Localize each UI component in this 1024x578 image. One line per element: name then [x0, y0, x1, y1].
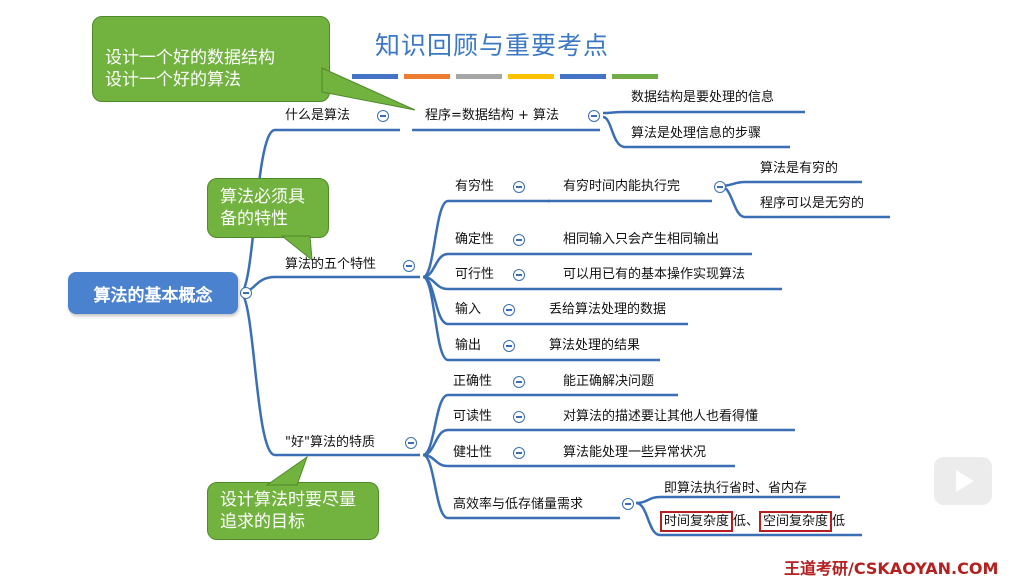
title-bar-3 — [456, 74, 502, 79]
node-what-is-algorithm[interactable]: 什么是算法 — [285, 108, 351, 123]
collapse-input-icon[interactable] — [503, 304, 515, 316]
node-determinism[interactable]: 确定性 — [455, 232, 495, 247]
node-program-formula[interactable]: 程序=数据结构 + 算法 — [425, 108, 560, 123]
leaf-algorithm-steps[interactable]: 算法是处理信息的步骤 — [631, 126, 762, 141]
collapse-root-icon[interactable] — [240, 287, 252, 299]
collapse-robustness-icon[interactable] — [513, 447, 525, 459]
title-bar-6 — [612, 74, 658, 79]
node-output[interactable]: 输出 — [455, 338, 482, 353]
callout-mid-text: 算法必须具备的特性 — [220, 187, 305, 229]
leaf-algorithm-finite[interactable]: 算法是有穷的 — [760, 161, 839, 176]
collapse-efficiency-icon[interactable] — [622, 498, 634, 510]
desc-determinism[interactable]: 相同输入只会产生相同输出 — [563, 232, 720, 247]
space-complexity-highlight: 空间复杂度 — [759, 511, 833, 532]
collapse-finiteness-icon[interactable] — [513, 181, 525, 193]
node-readability[interactable]: 可读性 — [453, 409, 493, 424]
desc-output[interactable]: 算法处理的结果 — [549, 338, 641, 353]
collapse-b1-icon[interactable] — [377, 110, 389, 122]
title-bar-4 — [508, 74, 554, 79]
title-bar-5 — [560, 74, 606, 79]
desc-feasibility[interactable]: 可以用已有的基本操作实现算法 — [563, 267, 746, 282]
complexity-end-text: 低 — [832, 514, 846, 529]
leaf-complexity[interactable]: 时间复杂度低、空间复杂度低 — [660, 511, 846, 532]
callout-target: 设计算法时要尽量追求的目标 — [207, 482, 379, 540]
collapse-feasibility-icon[interactable] — [513, 269, 525, 281]
node-finiteness[interactable]: 有穷性 — [455, 179, 495, 194]
callout-tail-top — [321, 67, 416, 111]
collapse-finite-desc-icon[interactable] — [714, 181, 726, 193]
callout-tail-mid — [280, 235, 313, 262]
callout-line-1: 设计一个好的数据结构 — [105, 48, 275, 68]
title-bar-1 — [352, 74, 398, 79]
root-node[interactable]: 算法的基本概念 — [68, 272, 238, 314]
play-button-icon[interactable] — [934, 457, 992, 505]
leaf-data-structure[interactable]: 数据结构是要处理的信息 — [631, 90, 775, 105]
collapse-b3-icon[interactable] — [405, 437, 417, 449]
callout-characteristics: 算法必须具备的特性 — [207, 178, 329, 238]
desc-readability[interactable]: 对算法的描述要让其他人也看得懂 — [563, 409, 759, 424]
callout-bottom-text: 设计算法时要尽量追求的目标 — [220, 490, 356, 532]
complexity-mid-text: 低、 — [733, 514, 760, 529]
collapse-formula-icon[interactable] — [588, 110, 600, 122]
collapse-b2-icon[interactable] — [403, 260, 415, 272]
node-robustness[interactable]: 健壮性 — [453, 445, 493, 460]
node-feasibility[interactable]: 可行性 — [455, 267, 495, 282]
node-five-properties[interactable]: 算法的五个特性 — [285, 257, 377, 272]
node-input[interactable]: 输入 — [455, 302, 482, 317]
leaf-program-infinite[interactable]: 程序可以是无穷的 — [760, 196, 865, 211]
slide-title: 知识回顾与重要考点 — [375, 31, 610, 60]
root-label: 算法的基本概念 — [93, 285, 213, 306]
title-bar-2 — [404, 74, 450, 79]
collapse-output-icon[interactable] — [503, 340, 515, 352]
desc-correctness[interactable]: 能正确解决问题 — [563, 374, 655, 389]
collapse-correctness-icon[interactable] — [513, 376, 525, 388]
desc-finiteness[interactable]: 有穷时间内能执行完 — [563, 179, 681, 194]
callout-design-goal: 设计一个好的数据结构 设计一个好的算法 — [92, 16, 330, 102]
footer-brand: 王道考研/CSKAOYAN.COM — [784, 559, 999, 578]
callout-tail-bottom — [265, 455, 308, 486]
callout-line-2: 设计一个好的算法 — [105, 70, 241, 90]
leaf-save-time-memory[interactable]: 即算法执行省时、省内存 — [664, 481, 808, 496]
collapse-determinism-icon[interactable] — [513, 234, 525, 246]
node-good-algorithm[interactable]: "好"算法的特质 — [285, 435, 375, 450]
collapse-readability-icon[interactable] — [513, 411, 525, 423]
node-correctness[interactable]: 正确性 — [453, 374, 493, 389]
time-complexity-highlight: 时间复杂度 — [660, 511, 734, 532]
desc-robustness[interactable]: 算法能处理一些异常状况 — [563, 445, 707, 460]
desc-input[interactable]: 丢给算法处理的数据 — [549, 302, 667, 317]
node-efficiency[interactable]: 高效率与低存储量需求 — [453, 497, 584, 512]
